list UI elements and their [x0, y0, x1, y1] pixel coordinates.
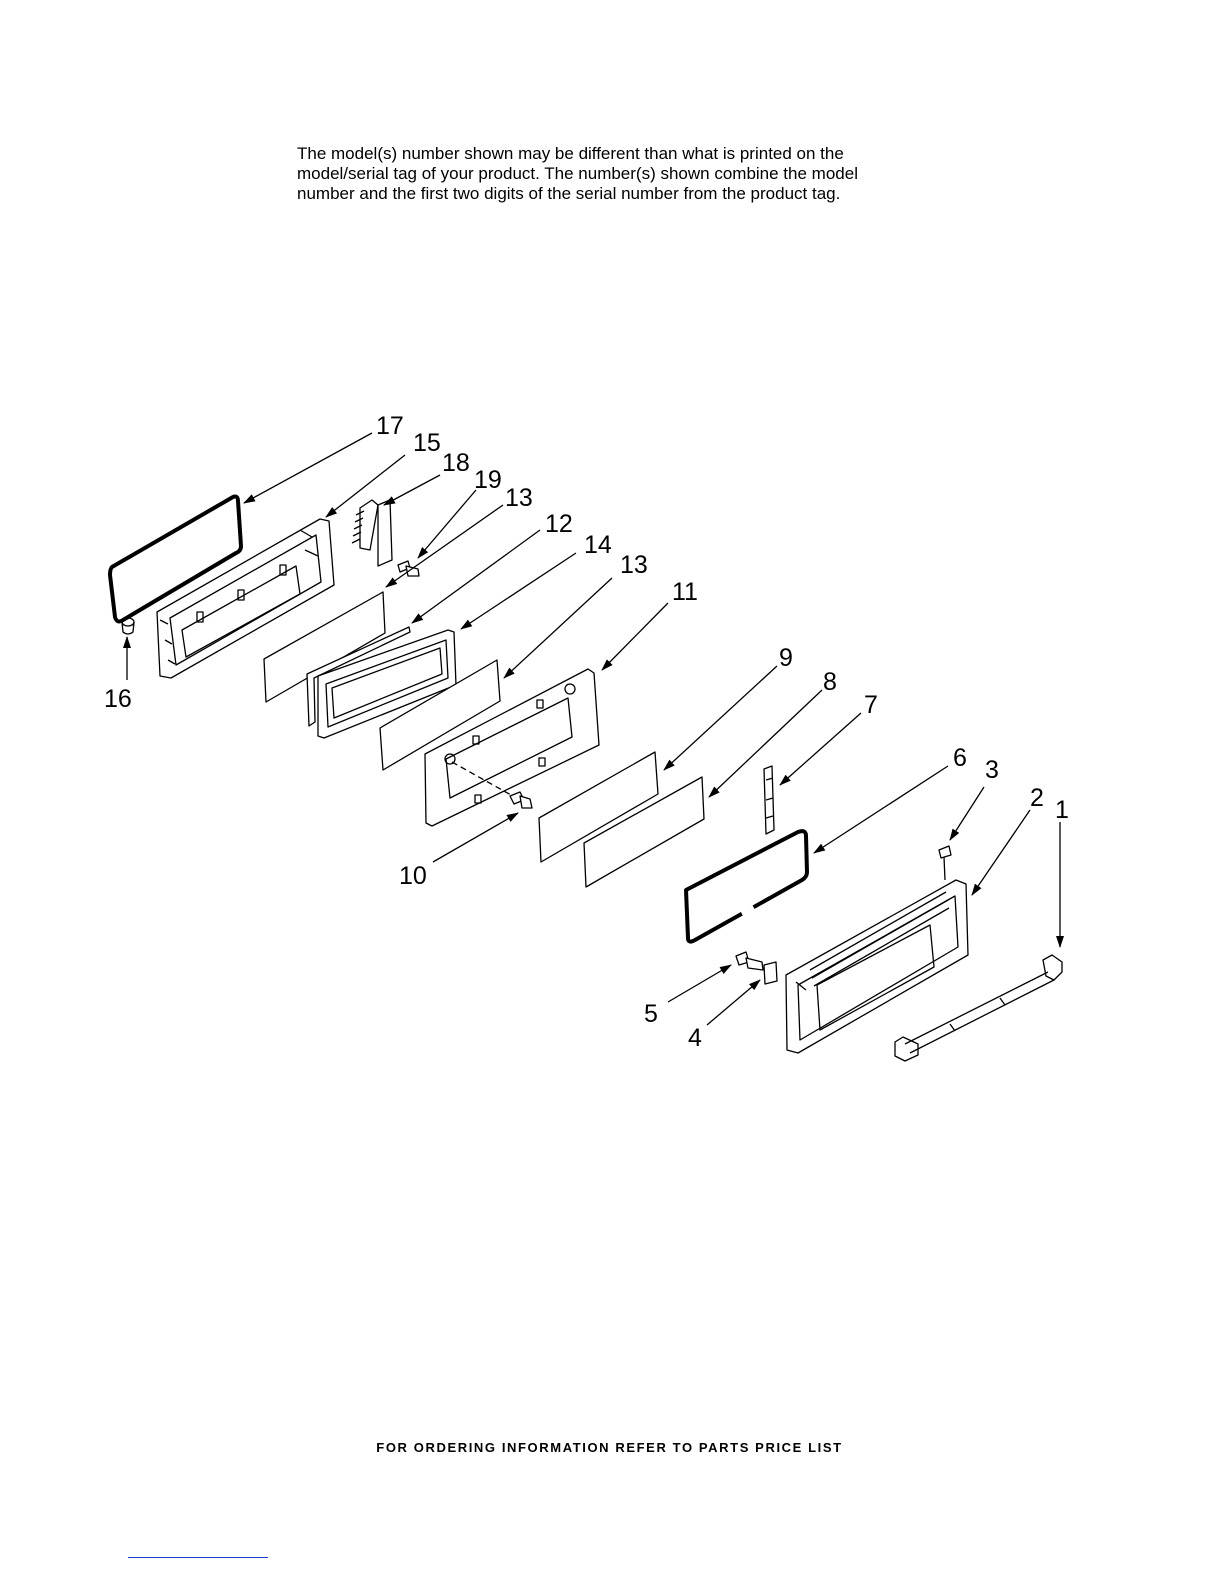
callout-10: 10 [399, 862, 427, 890]
part-13-glass [379, 659, 501, 771]
part-1-handle [894, 954, 1063, 1062]
part-19-screw [397, 560, 420, 577]
part-17-gasket [108, 494, 243, 624]
callout-18: 18 [442, 449, 470, 477]
bottom-link-underline[interactable] [128, 1557, 268, 1558]
callout-4: 4 [688, 1024, 702, 1052]
callout-labels: 17 15 18 19 13 12 14 13 11 9 8 7 6 3 2 1… [104, 412, 1069, 1052]
part-15-door-liner [156, 518, 335, 679]
part-3-screw [938, 845, 952, 881]
callout-16: 16 [104, 685, 132, 713]
part-12-glass-retainer [306, 626, 411, 727]
callout-9: 9 [779, 644, 793, 672]
callout-3: 3 [985, 756, 999, 784]
callout-17: 17 [376, 412, 404, 440]
part-4-spacer [763, 961, 778, 985]
notice-line-2: model/serial tag of your product. The nu… [297, 164, 858, 183]
callout-1: 1 [1055, 796, 1069, 824]
notice-line-1: The model(s) number shown may be differe… [297, 144, 844, 163]
ordering-information-footer: FOR ORDERING INFORMATION REFER TO PARTS … [0, 1440, 1225, 1455]
callout-11: 11 [672, 578, 698, 606]
part-6-gasket [684, 829, 809, 944]
callout-2: 2 [1030, 784, 1044, 812]
part-8-glass [583, 776, 705, 888]
footer-text: FOR ORDERING INFORMATION REFER TO PARTS … [376, 1440, 843, 1455]
callout-12: 12 [545, 510, 573, 538]
part-16-bumper [121, 617, 135, 635]
callout-13-upper: 13 [505, 484, 533, 512]
model-number-notice: The model(s) number shown may be differe… [297, 144, 937, 204]
callout-leaders [123, 432, 1064, 1026]
part-2-outer-door [785, 879, 969, 1054]
callout-7: 7 [864, 691, 878, 719]
part-5-screw [735, 951, 764, 971]
notice-line-3: number and the first two digits of the s… [297, 184, 841, 203]
callout-8: 8 [823, 668, 837, 696]
callout-15: 15 [413, 429, 441, 457]
callout-6: 6 [953, 744, 967, 772]
part-7-bracket [763, 765, 775, 835]
callout-5: 5 [644, 1000, 658, 1028]
part-11-inner-panel [424, 668, 600, 827]
callout-14: 14 [584, 531, 612, 559]
part-9-glass [538, 751, 659, 863]
part-10-screw [509, 791, 533, 809]
part-13-inner-glass [263, 591, 386, 703]
callout-19: 19 [474, 466, 502, 494]
callout-13-lower: 13 [620, 551, 648, 579]
part-18-hinge [351, 499, 393, 567]
part-14-glass-pack [317, 629, 457, 739]
